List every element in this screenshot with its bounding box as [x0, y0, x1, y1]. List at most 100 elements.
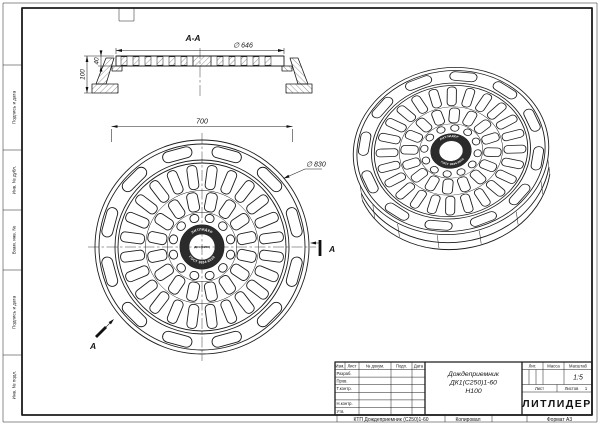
dim-100: 100 — [80, 55, 114, 94]
row-nkontr: Н.контр. — [337, 401, 353, 406]
rim-slot — [361, 170, 379, 194]
plan-grate-slots — [94, 139, 310, 355]
rim-slot — [211, 330, 242, 348]
grate-slot — [404, 130, 424, 143]
plan-grate: ЛИТЛИДЕР ГОСТ 3634-2019 ДК1 (С250) — [94, 139, 310, 355]
dim-700: 700 — [111, 119, 293, 142]
grate-slot — [218, 275, 236, 295]
grate-slot — [168, 234, 179, 245]
grate-slot — [410, 168, 429, 183]
grate-slot — [420, 144, 429, 153]
grate-slot — [147, 231, 168, 246]
iso-grate-slots — [352, 66, 550, 236]
grate-slot — [176, 263, 186, 273]
scale-value: 1:5 — [573, 375, 583, 382]
left-margin-columns: Подпись и дата Инв. № дубл. Взам. инв. №… — [3, 64, 22, 399]
rim-slot — [256, 301, 283, 328]
bottom-copy-label: Копировал — [455, 417, 480, 423]
grate-slot — [234, 291, 255, 314]
grate-slot — [154, 213, 174, 231]
grate-slot — [400, 145, 419, 155]
grate-slot — [478, 159, 498, 172]
grate-slot — [236, 231, 257, 246]
section-cut-bottom-left: A — [89, 319, 114, 351]
plan-view: ЛИТЛИДЕР ГОСТ 3634-2019 ДК1 (С250) 700 ∅… — [88, 119, 335, 361]
grate-slot — [425, 133, 435, 142]
rim-slot — [449, 71, 478, 83]
grate-slot — [429, 166, 439, 174]
iso-hub: ЛИТЛИДЕР ГОСТ 3634-2019 — [430, 133, 472, 169]
section-rib — [120, 56, 128, 66]
title-block-border — [334, 361, 593, 416]
grate-slot — [186, 281, 201, 302]
scale-label: Масштаб — [569, 363, 588, 368]
grate-slot — [147, 248, 168, 263]
grate-slot — [428, 88, 442, 109]
section-rib — [168, 56, 176, 66]
rim-slot — [101, 207, 119, 238]
grate-circle — [373, 84, 529, 218]
grate-slot — [431, 109, 446, 126]
grate-slot — [186, 303, 200, 329]
doc-name-line3: Н100 — [465, 388, 481, 395]
grate-slot — [204, 165, 218, 191]
grate-slot — [186, 192, 201, 213]
grate-slot — [218, 221, 228, 231]
grate-circle — [145, 190, 259, 304]
rim-slot — [357, 131, 372, 156]
svg-text:ЛИТЛИДЕР: ЛИТЛИДЕР — [438, 133, 459, 142]
grate-circle — [167, 212, 237, 282]
rim-slot — [121, 301, 148, 328]
section-rib — [144, 56, 152, 66]
grate-slot — [125, 265, 150, 283]
grate-slot — [462, 110, 478, 127]
grate-slot — [461, 87, 476, 108]
grate-slot — [450, 124, 460, 132]
margin-label: Подпись и дата — [12, 91, 17, 124]
iso-depth-edge-1 — [360, 167, 550, 244]
grate-slot — [377, 160, 401, 173]
bottom-strip: КТП Дождеприемник (С250)1-60 Копировал Ф… — [336, 415, 572, 423]
rim-slot — [523, 108, 541, 132]
grate-slot — [204, 270, 215, 281]
iso-hub-band — [431, 133, 471, 169]
section-rib — [156, 56, 164, 66]
frame-section-right — [281, 57, 313, 94]
grate-slot — [460, 193, 474, 214]
grate-slot — [189, 270, 200, 281]
iso-depth-edge-2 — [361, 173, 551, 251]
sheets-label: Листов — [565, 386, 579, 391]
iso-side-ribs — [359, 159, 551, 249]
bottom-strip-dividers — [336, 415, 528, 422]
dim-40-label: 40 — [94, 57, 101, 65]
grate-slot — [168, 199, 186, 219]
grate-slot — [481, 132, 500, 145]
grate-slot — [409, 189, 427, 209]
section-mark-a-bottom: A — [89, 341, 96, 351]
drawing-frame — [21, 7, 593, 416]
grate-slot — [495, 114, 518, 130]
section-mark-a-right: A — [328, 244, 335, 254]
grate-slot — [424, 175, 440, 192]
grate-slot — [473, 119, 492, 134]
grate-slot — [375, 148, 399, 158]
grate-slot — [442, 170, 452, 178]
grate-slot — [168, 275, 186, 295]
margin-label: Подпись и дата — [12, 296, 17, 329]
dim-40: 40 — [94, 50, 114, 72]
grate-slot — [469, 169, 487, 185]
doc-name-line2: ДК1(С250)1-60 — [449, 380, 497, 387]
rim-slot — [285, 256, 303, 287]
grate-slot — [258, 249, 284, 263]
grate-slot — [149, 180, 170, 203]
section-cut-right: A — [310, 240, 335, 256]
grate-circle — [98, 143, 306, 351]
grate-slot — [485, 180, 506, 197]
dim-646-label: ∅ 646 — [233, 43, 253, 50]
grate-slot — [463, 128, 473, 136]
grate-slot — [473, 149, 482, 158]
grate-slot — [220, 170, 238, 195]
